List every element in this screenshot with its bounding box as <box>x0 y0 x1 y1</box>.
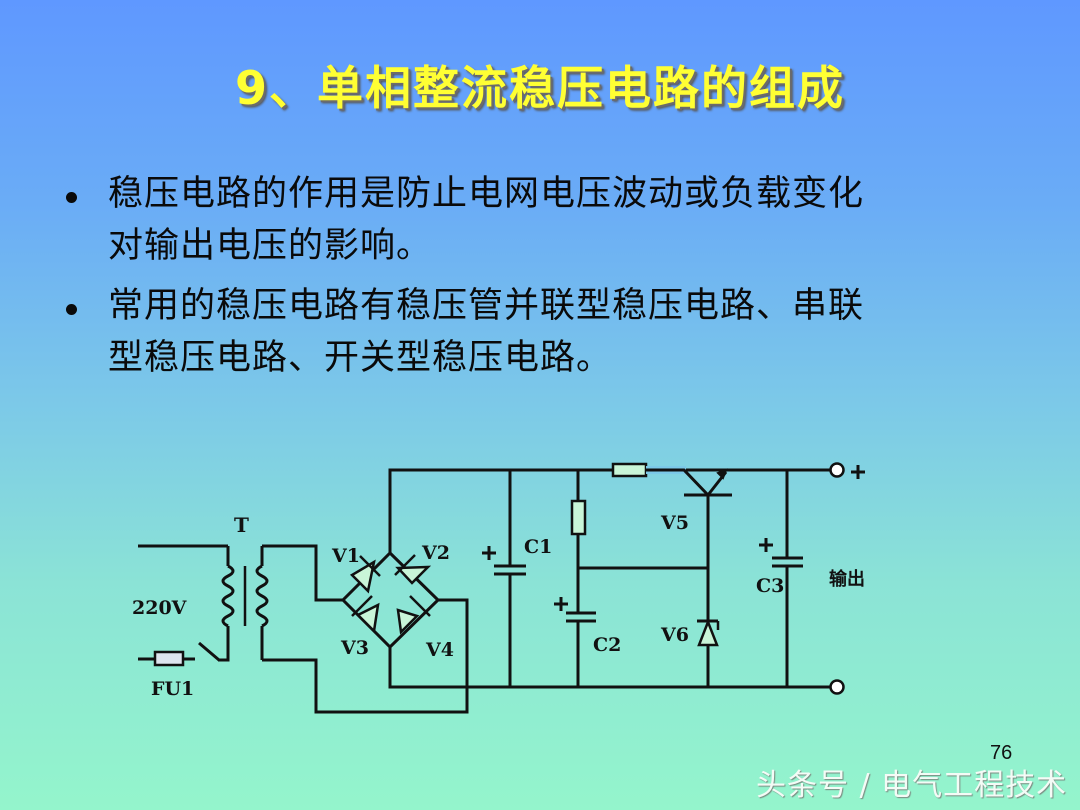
label-output: 输出 <box>829 568 865 590</box>
resistor-r2-icon <box>570 470 587 613</box>
zener-v6-icon <box>697 618 720 687</box>
bullet-text-line: 对输出电压的影响。 <box>108 226 433 266</box>
bullet-dot-icon <box>66 304 77 315</box>
capacitor-c2-icon <box>566 611 596 687</box>
label-c1: C1 <box>524 536 552 558</box>
bullet-text-line: 稳压电路的作用是防止电网电压波动或负载变化 <box>108 174 865 214</box>
label-v5: V5 <box>660 512 689 534</box>
diode-v2-icon <box>394 554 432 585</box>
slide-title: 9、单相整流稳压电路的组成 <box>234 61 845 115</box>
label-v2: V2 <box>421 542 450 564</box>
polarity-plus-icons <box>482 465 865 611</box>
bullet-text-line: 常用的稳压电路有稳压管并联型稳压电路、串联 <box>108 286 865 326</box>
label-v3: V3 <box>340 637 369 659</box>
output-terminal-positive-icon <box>829 462 845 478</box>
mains-input <box>138 544 235 662</box>
transistor-v5-icon <box>646 466 732 620</box>
switch-icon <box>198 641 220 662</box>
resistor-r1-icon <box>611 462 648 478</box>
diode-v1-icon <box>349 555 381 594</box>
label-v6: V6 <box>660 624 689 646</box>
label-c2: C2 <box>593 634 621 656</box>
output-terminal-negative-icon <box>829 679 845 695</box>
label-transformer: T <box>234 513 249 537</box>
bullet-list: 稳压电路的作用是防止电网电压波动或负载变化 对输出电压的影响。 常用的稳压电路有… <box>62 168 1022 392</box>
bullet-text-line: 型稳压电路、开关型稳压电路。 <box>108 338 613 378</box>
fuse-icon <box>138 650 195 667</box>
label-input-voltage: 220V <box>132 597 188 619</box>
capacitor-c3-icon <box>772 470 803 687</box>
diode-v4-icon <box>396 595 431 635</box>
watermark: 头条号 / 电气工程技术 <box>756 768 1068 803</box>
page-number: 76 <box>990 742 1013 764</box>
transformer-icon <box>243 544 469 714</box>
bullet-dot-icon <box>66 192 77 203</box>
capacitor-c1-icon <box>494 470 526 687</box>
bullet-item: 常用的稳压电路有稳压管并联型稳压电路、串联 型稳压电路、开关型稳压电路。 <box>62 280 1022 384</box>
diode-v3-icon <box>351 595 380 634</box>
bullet-item: 稳压电路的作用是防止电网电压波动或负载变化 对输出电压的影响。 <box>62 168 1022 272</box>
label-v4: V4 <box>425 639 454 661</box>
label-fuse: FU1 <box>151 678 194 700</box>
label-c3: C3 <box>756 575 784 597</box>
label-v1: V1 <box>331 545 360 567</box>
